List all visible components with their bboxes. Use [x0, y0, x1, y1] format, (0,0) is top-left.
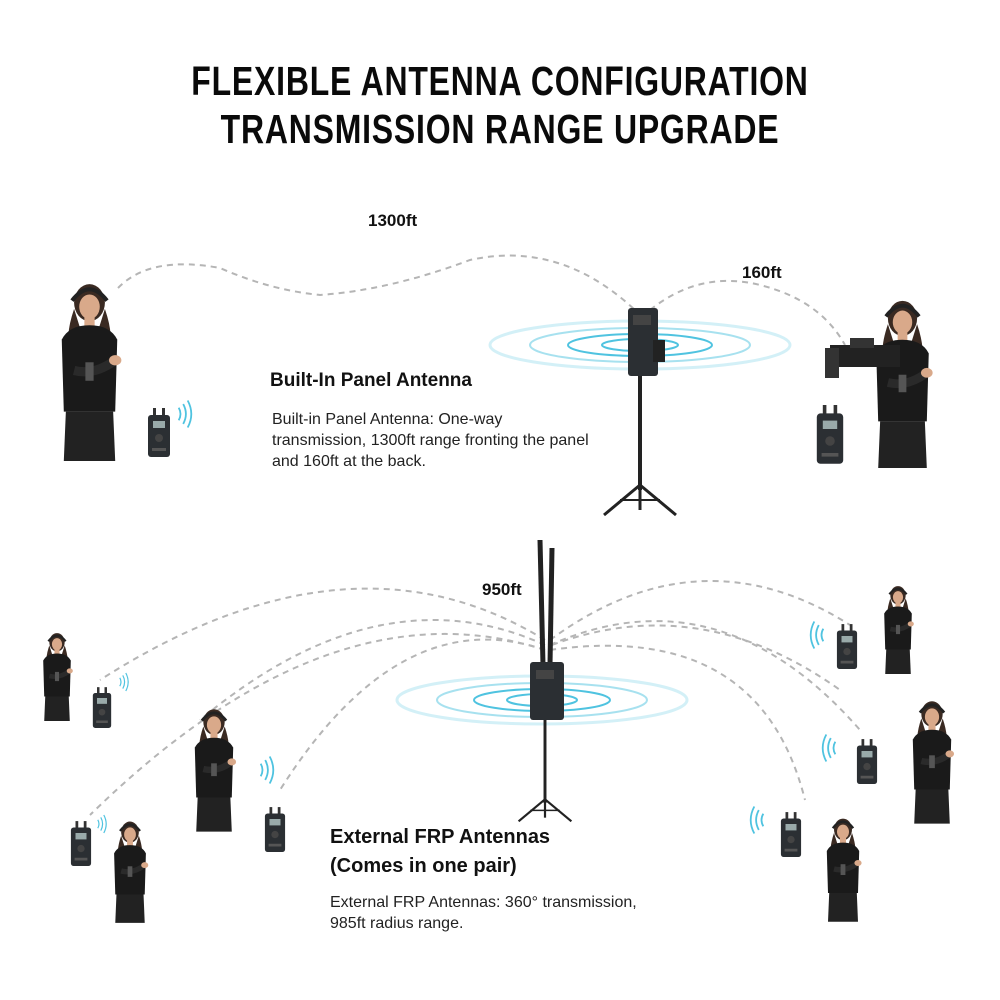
title-line-1: FLEXIBLE ANTENNA CONFIGURATION — [191, 58, 809, 104]
signal-waves-icon — [749, 805, 765, 835]
frp-antenna-device — [530, 539, 564, 720]
person-small — [195, 709, 236, 831]
signal-waves-icon — [259, 755, 275, 785]
person-small — [913, 701, 954, 823]
person-with-phone-left — [62, 284, 122, 461]
signal-waves-icon — [97, 814, 107, 834]
title-line-2: TRANSMISSION RANGE UPGRADE — [220, 106, 780, 152]
panel-antenna-heading: Built-In Panel Antenna — [270, 370, 472, 391]
receiver-left — [148, 408, 170, 457]
back-range-label: 160ft — [742, 263, 782, 282]
person-small — [827, 819, 862, 922]
frp-heading-line-1: External FRP Antennas — [330, 826, 551, 848]
signal-waves-icon — [177, 400, 193, 428]
signal-waves-icon — [821, 733, 837, 763]
tripod-top — [602, 370, 678, 517]
panel-antenna-device — [628, 308, 665, 376]
receiver-right — [816, 405, 844, 464]
link-front-1300ft — [117, 254, 636, 311]
person-small — [114, 822, 148, 923]
receiver-small — [70, 821, 92, 866]
frp-description-line-1: External FRP Antennas: 360° transmission… — [330, 894, 637, 911]
front-range-label: 1300ft — [368, 211, 418, 230]
frp-range-label: 950ft — [482, 580, 522, 599]
frp-description-line-2: 985ft radius range. — [330, 915, 464, 932]
link-back-160ft — [649, 279, 846, 346]
person-small — [43, 633, 73, 721]
camera-operator — [825, 301, 933, 468]
receiver-small — [836, 624, 858, 669]
receiver-small — [780, 812, 802, 857]
panel-antenna-description: Built-in Panel Antenna: One-way transmis… — [272, 411, 589, 470]
receiver-small — [92, 687, 112, 728]
frp-heading-line-2: (Comes in one pair) — [330, 855, 517, 877]
tripod-bottom — [517, 715, 573, 823]
signal-waves-icon — [809, 620, 825, 650]
receiver-small — [264, 807, 286, 852]
links-360 — [89, 579, 861, 816]
signal-waves-icon — [119, 672, 129, 692]
receiver-small — [856, 739, 878, 784]
person-small — [884, 586, 914, 674]
